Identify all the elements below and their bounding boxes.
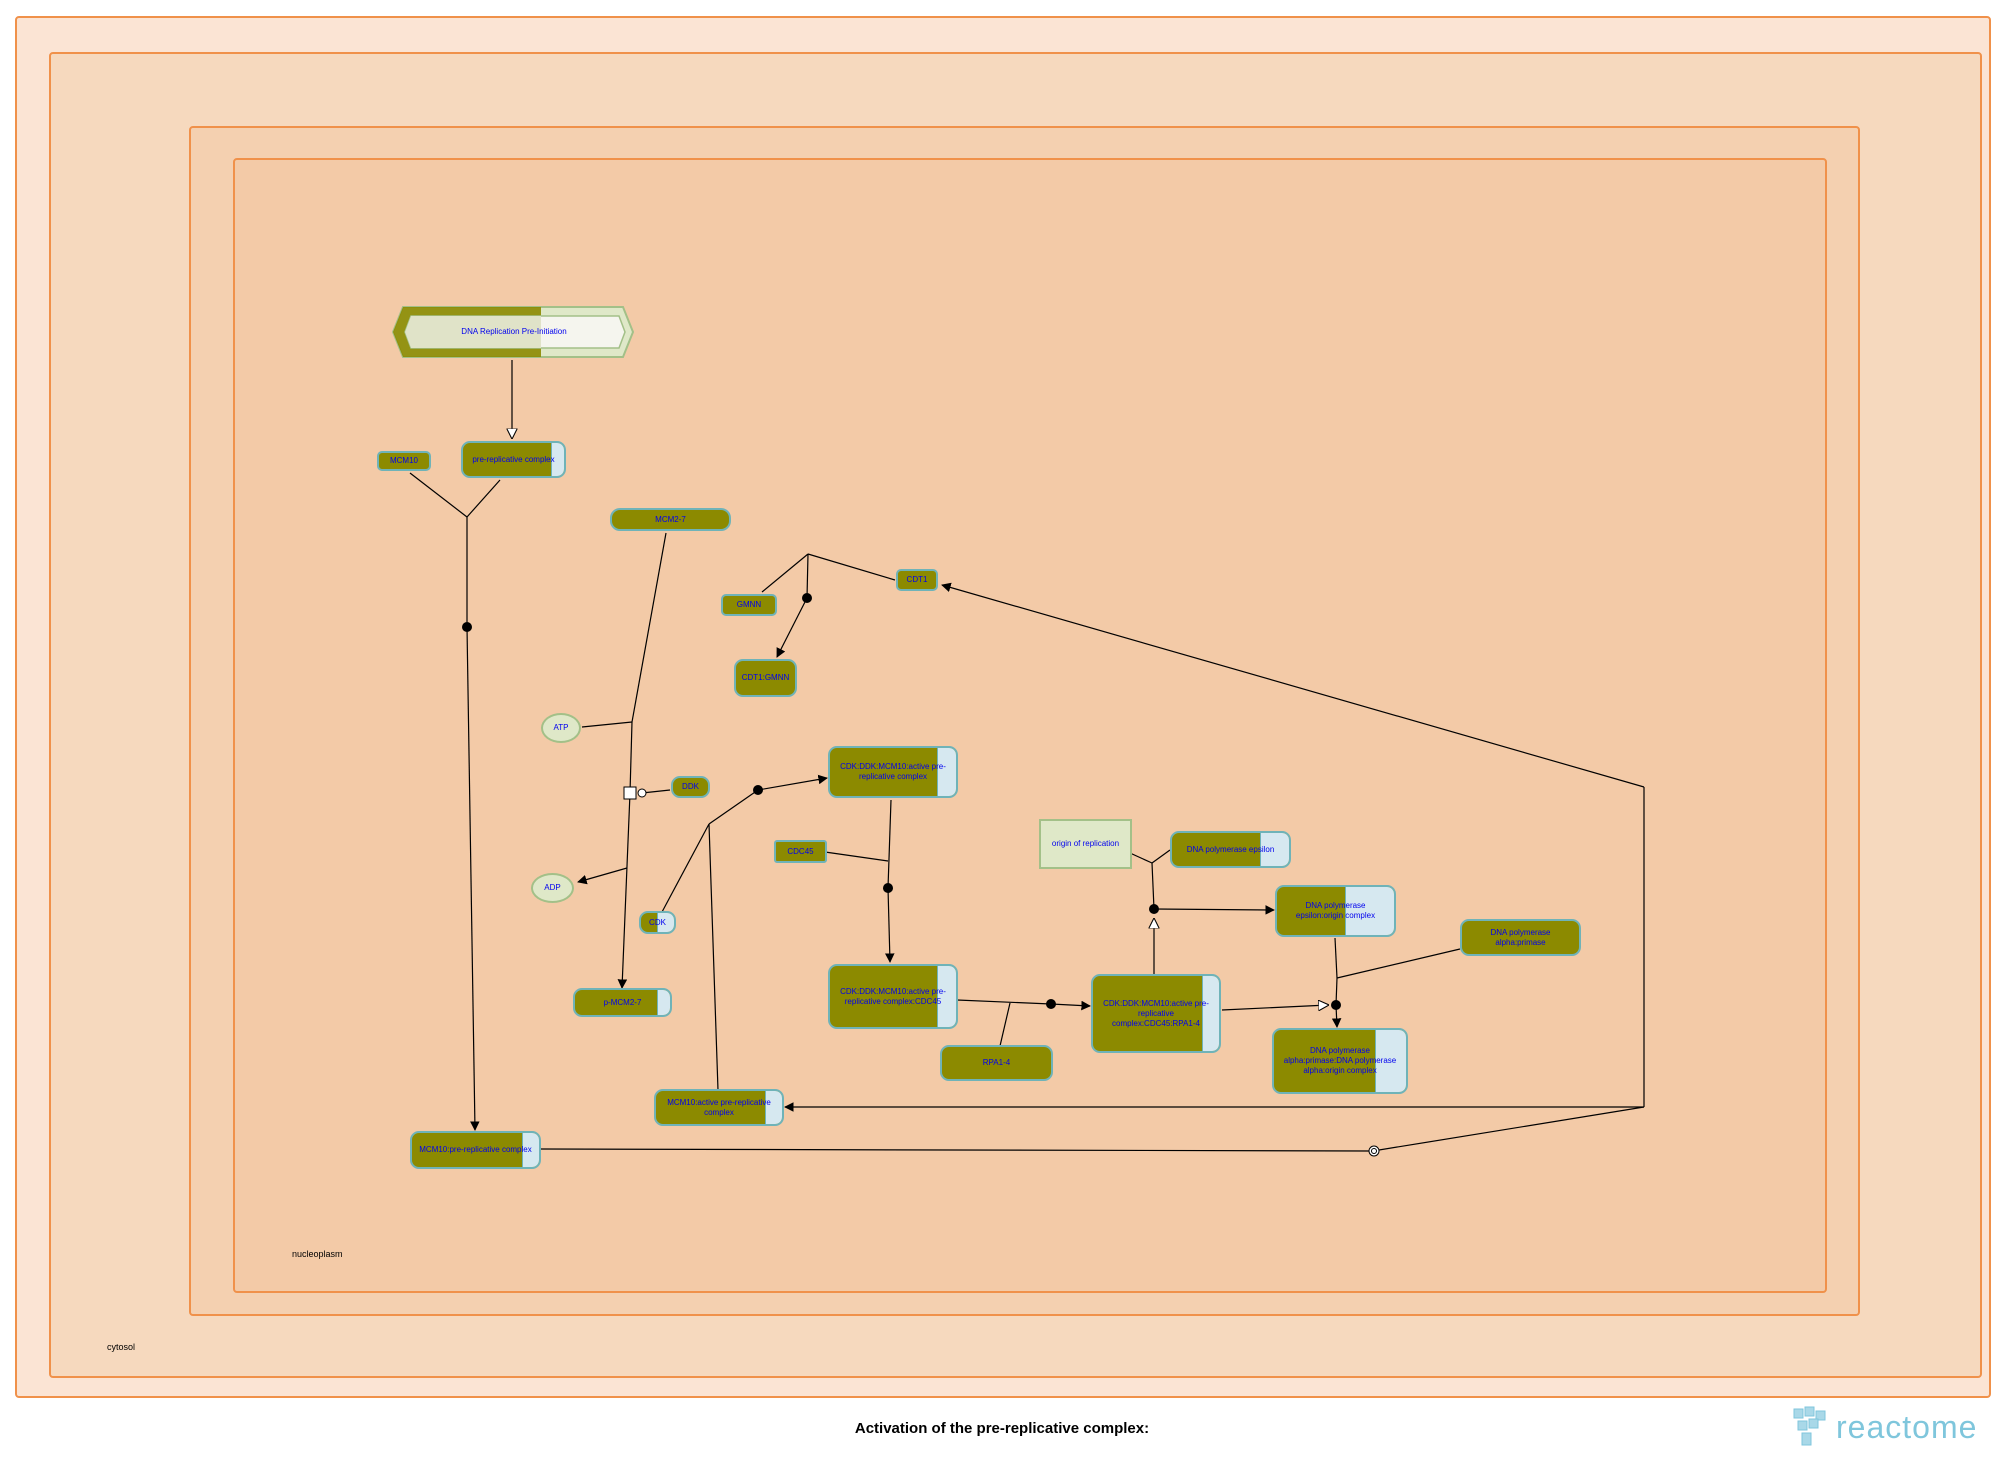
diagram-title: Activation of the pre-replicative comple…: [854, 1420, 1150, 1437]
node-rpa1-4[interactable]: RPA1-4: [940, 1045, 1053, 1081]
node-cdk-ddk-mcm10-cdc45[interactable]: CDK:DDK:MCM10:active pre-replicative com…: [828, 964, 958, 1029]
node-dna-polymerase-epsilon-origin-label: DNA polymerase epsilon:origin complex: [1295, 901, 1376, 920]
node-dna-polymerase-alpha-primase-label: DNA polymerase alpha:primase: [1490, 927, 1551, 947]
node-mcm2-7[interactable]: MCM2-7: [610, 508, 731, 531]
node-origin-of-replication-label: origin of replication: [1051, 839, 1120, 848]
node-cdk[interactable]: CDK: [639, 911, 676, 934]
node-mcm10-label: MCM10: [389, 456, 418, 465]
node-cdk-label: CDK: [649, 917, 666, 927]
node-cdk-ddk-mcm10-cdc45-rpa[interactable]: CDK:DDK:MCM10:active pre-replicative com…: [1091, 974, 1221, 1053]
node-dna-polymerase-epsilon-origin[interactable]: DNA polymerase epsilon:origin complex: [1275, 885, 1396, 937]
node-cdk-ddk-mcm10-cdc45-label: CDK:DDK:MCM10:active pre-replicative com…: [840, 986, 946, 1006]
node-p-mcm2-7-label: p-MCM2-7: [603, 997, 642, 1007]
node-dna-polymerase-epsilon-label: DNA polymerase epsilon: [1186, 844, 1275, 854]
node-dna-polymerase-alpha-origin[interactable]: DNA polymerase alpha:primase:DNA polymer…: [1272, 1028, 1408, 1094]
node-dna-polymerase-epsilon[interactable]: DNA polymerase epsilon: [1170, 831, 1291, 868]
reactome-logo-text: reactome: [1836, 1408, 1978, 1445]
node-cdc45-label: CDC45: [787, 846, 814, 856]
node-cdc45[interactable]: CDC45: [774, 840, 827, 863]
node-gmnn-label: GMNN: [736, 600, 762, 609]
node-mcm10-active-pre-rc-label: MCM10:active pre-replicative complex: [667, 1097, 771, 1117]
node-mcm10-pre-rc-label: MCM10:pre-replicative complex: [419, 1145, 532, 1154]
node-cdk-ddk-mcm10-active-label: CDK:DDK:MCM10:active pre-replicative com…: [840, 762, 946, 781]
node-gmnn[interactable]: GMNN: [721, 594, 777, 616]
pathway-link-dna-replication-pre-initiation[interactable]: DNA Replication Pre-Initiation: [461, 327, 567, 336]
node-pre-replicative-complex[interactable]: pre-replicative complex: [461, 441, 566, 478]
reactome-logo[interactable]: reactome: [1790, 1405, 1977, 1449]
nucleoplasm-label: nucleoplasm: [292, 1249, 343, 1259]
cytosol-label: cytosol: [107, 1342, 136, 1352]
reactome-logo-icon: [1793, 1406, 1826, 1446]
node-cdt1[interactable]: CDT1: [896, 569, 938, 591]
node-rpa1-4-label: RPA1-4: [982, 1058, 1011, 1067]
node-atp[interactable]: ATP: [541, 713, 581, 743]
node-cdk-ddk-mcm10-active[interactable]: CDK:DDK:MCM10:active pre-replicative com…: [828, 746, 958, 798]
node-mcm2-7-label: MCM2-7: [655, 514, 686, 524]
node-adp[interactable]: ADP: [531, 873, 574, 903]
node-dna-polymerase-alpha-primase[interactable]: DNA polymerase alpha:primase: [1460, 919, 1581, 956]
node-cdt1-label: CDT1: [906, 575, 928, 584]
node-mcm10[interactable]: MCM10: [377, 451, 431, 471]
node-ddk[interactable]: DDK: [671, 776, 710, 798]
node-p-mcm2-7[interactable]: p-MCM2-7: [573, 988, 672, 1017]
node-ddk-label: DDK: [682, 782, 699, 791]
node-dna-polymerase-alpha-origin-label: DNA polymerase alpha:primase:DNA polymer…: [1283, 1046, 1397, 1075]
pathway-link-shape[interactable]: [391, 305, 635, 359]
node-cdt1-gmnn-label: CDT1:GMNN: [741, 673, 790, 682]
node-mcm10-active-pre-rc[interactable]: MCM10:active pre-replicative complex: [654, 1089, 784, 1126]
node-cdt1-gmnn[interactable]: CDT1:GMNN: [734, 659, 797, 697]
node-adp-label: ADP: [544, 883, 561, 892]
node-cdk-ddk-mcm10-cdc45-rpa-label: CDK:DDK:MCM10:active pre-replicative com…: [1103, 998, 1209, 1028]
node-mcm10-pre-rc[interactable]: MCM10:pre-replicative complex: [410, 1131, 541, 1169]
node-pre-replicative-complex-label: pre-replicative complex: [472, 454, 555, 464]
node-atp-label: ATP: [553, 723, 569, 732]
node-origin-of-replication[interactable]: origin of replication: [1039, 819, 1132, 869]
